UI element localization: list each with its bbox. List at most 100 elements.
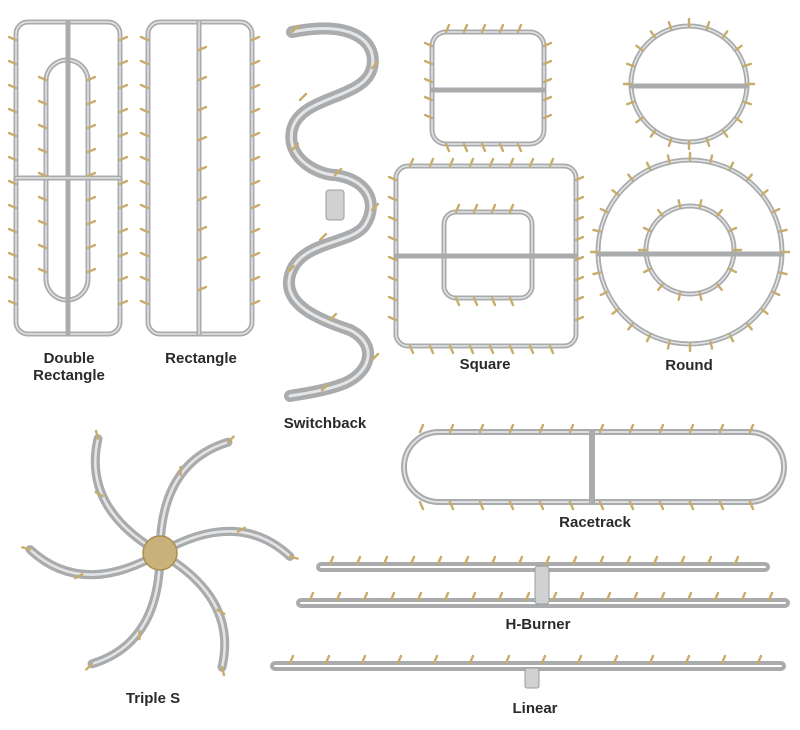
jet bbox=[408, 344, 415, 355]
jet bbox=[657, 283, 664, 292]
jet bbox=[197, 285, 208, 292]
jet bbox=[728, 161, 735, 171]
jet bbox=[86, 267, 97, 274]
jet bbox=[508, 344, 515, 355]
jet bbox=[659, 591, 666, 602]
jet bbox=[139, 179, 150, 186]
jet bbox=[756, 654, 763, 665]
jet bbox=[37, 99, 48, 106]
jet bbox=[480, 23, 487, 34]
jet bbox=[86, 147, 97, 154]
jet bbox=[139, 83, 150, 90]
jet bbox=[574, 315, 585, 322]
jet bbox=[197, 45, 208, 52]
jet bbox=[706, 555, 713, 566]
jet bbox=[667, 137, 673, 148]
jet bbox=[432, 654, 439, 665]
jet bbox=[649, 30, 657, 39]
jet bbox=[677, 199, 682, 209]
jet bbox=[504, 654, 511, 665]
jet bbox=[197, 75, 208, 82]
jet bbox=[226, 435, 235, 444]
jet bbox=[250, 107, 261, 114]
jet bbox=[396, 654, 403, 665]
jet bbox=[628, 500, 635, 511]
jet bbox=[197, 165, 208, 172]
jet bbox=[742, 100, 753, 106]
jet bbox=[498, 23, 505, 34]
jet bbox=[625, 62, 636, 68]
label-double-rectangle: Double Rectangle bbox=[33, 350, 105, 384]
jet bbox=[94, 429, 100, 440]
jet bbox=[436, 555, 443, 566]
jet bbox=[490, 296, 497, 307]
jet bbox=[728, 226, 738, 233]
jet bbox=[387, 295, 398, 302]
jet bbox=[37, 219, 48, 226]
jet bbox=[698, 199, 703, 209]
jet bbox=[423, 59, 434, 66]
label-racetrack: Racetrack bbox=[559, 514, 631, 531]
jet bbox=[468, 654, 475, 665]
triple-s-arm bbox=[155, 548, 230, 672]
jet bbox=[645, 161, 652, 171]
jet bbox=[598, 500, 605, 511]
jet bbox=[7, 203, 18, 210]
jet bbox=[705, 20, 711, 31]
jet bbox=[657, 208, 664, 217]
jet bbox=[423, 77, 434, 84]
jet bbox=[488, 344, 495, 355]
jet bbox=[628, 423, 635, 434]
jet bbox=[86, 123, 97, 130]
jet bbox=[592, 271, 602, 276]
jet bbox=[742, 62, 753, 68]
jet bbox=[734, 116, 743, 124]
jet bbox=[538, 423, 545, 434]
jet bbox=[760, 189, 769, 196]
jet bbox=[599, 290, 609, 297]
jet bbox=[250, 131, 261, 138]
jet bbox=[454, 203, 461, 214]
jet bbox=[7, 155, 18, 162]
jet bbox=[686, 591, 693, 602]
jet bbox=[679, 555, 686, 566]
jet bbox=[328, 555, 335, 566]
triple-s-hub bbox=[142, 535, 178, 571]
jet bbox=[592, 228, 602, 233]
jet bbox=[574, 295, 585, 302]
jet bbox=[7, 251, 18, 258]
jet bbox=[37, 171, 48, 178]
jet bbox=[118, 275, 129, 282]
jet bbox=[574, 275, 585, 282]
jet bbox=[298, 92, 308, 102]
jet bbox=[118, 251, 129, 258]
jet bbox=[94, 490, 104, 498]
jet bbox=[197, 135, 208, 142]
jet bbox=[387, 315, 398, 322]
jet bbox=[389, 591, 396, 602]
jet bbox=[21, 546, 32, 551]
jet bbox=[705, 137, 711, 148]
jet bbox=[767, 591, 774, 602]
jet bbox=[7, 107, 18, 114]
jet bbox=[118, 83, 129, 90]
jet bbox=[462, 142, 469, 153]
jet bbox=[625, 100, 636, 106]
small-round-burner bbox=[628, 23, 750, 145]
jet bbox=[286, 264, 296, 274]
jet bbox=[7, 275, 18, 282]
jet bbox=[370, 60, 380, 70]
triple-s-arm bbox=[90, 434, 165, 558]
jet bbox=[250, 179, 261, 186]
jet bbox=[418, 500, 425, 511]
jet bbox=[760, 308, 769, 315]
jet bbox=[448, 344, 455, 355]
jet bbox=[139, 35, 150, 42]
jet bbox=[472, 296, 479, 307]
jet bbox=[627, 322, 634, 331]
jet bbox=[611, 308, 620, 315]
jet bbox=[428, 157, 435, 168]
jet bbox=[480, 142, 487, 153]
jet bbox=[571, 555, 578, 566]
